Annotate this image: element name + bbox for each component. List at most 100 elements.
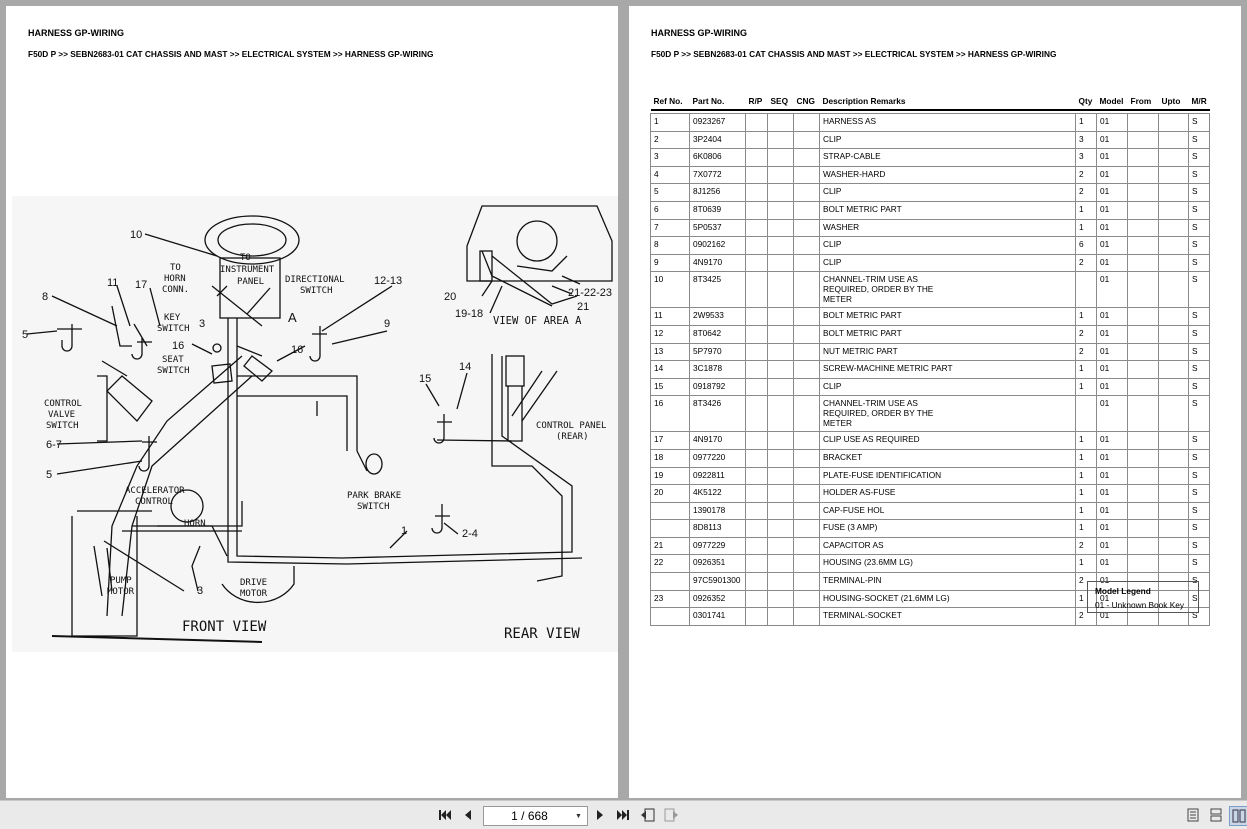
two-page-view-icon[interactable] xyxy=(1229,806,1247,826)
cell-model: 01 xyxy=(1096,342,1128,362)
cell-seq xyxy=(767,607,794,626)
cell-seq xyxy=(767,589,794,609)
cell-rp xyxy=(745,271,768,309)
cell-mr: S xyxy=(1187,218,1211,238)
callout-8: 8 xyxy=(42,291,48,303)
cell-model: 01 xyxy=(1096,130,1128,150)
cell-model: 01 xyxy=(1096,501,1128,521)
cell-seq xyxy=(767,165,794,185)
last-page-icon[interactable] xyxy=(614,806,632,824)
cell-rp xyxy=(745,377,768,397)
cell-model: 01 xyxy=(1096,360,1128,379)
cell-description: HOUSING-SOCKET (21.6MM LG) xyxy=(819,589,1076,609)
cell-cng xyxy=(793,183,820,202)
label-conn: CONN. xyxy=(162,285,189,295)
cell-mr: S xyxy=(1187,253,1211,273)
cell-description: CLIP xyxy=(819,377,1076,397)
cell-rp xyxy=(745,148,768,167)
cell-upto xyxy=(1158,271,1189,309)
cell-cng xyxy=(793,484,820,503)
steering-wheel-shape xyxy=(204,215,300,265)
cell-mr: S xyxy=(1187,113,1211,132)
cell-rp xyxy=(745,130,768,150)
cell-model: 01 xyxy=(1096,236,1128,255)
continuous-view-icon[interactable] xyxy=(1207,806,1225,824)
next-page-icon[interactable] xyxy=(591,806,609,824)
page-title-right: HARNESS GP-WIRING xyxy=(651,28,748,38)
cell-mr: S xyxy=(1187,466,1211,486)
col-part-no: Part No. xyxy=(689,93,746,111)
cell-description: BRACKET xyxy=(819,448,1076,468)
page-number-select[interactable]: 1 / 668 ▼ xyxy=(483,806,588,826)
cell-seq xyxy=(767,253,794,273)
cell-from xyxy=(1127,377,1159,397)
cell-qty: 1 xyxy=(1075,113,1097,132)
cell-ref-no xyxy=(650,501,690,521)
cell-description: BOLT METRIC PART xyxy=(819,307,1076,326)
cell-ref-no: 9 xyxy=(650,253,690,273)
cell-qty xyxy=(1075,271,1097,309)
cell-cng xyxy=(793,130,820,150)
cell-model: 01 xyxy=(1096,466,1128,486)
label-area-a: A xyxy=(288,310,297,325)
cell-description: BOLT METRIC PART xyxy=(819,324,1076,344)
label-key: KEY xyxy=(164,313,181,323)
cell-ref-no: 6 xyxy=(650,200,690,220)
table-header-row: Ref No. Part No. R/P SEQ CNG Description… xyxy=(650,93,1210,111)
go-forward-icon[interactable] xyxy=(662,806,680,824)
go-back-icon[interactable] xyxy=(639,806,657,824)
cell-upto xyxy=(1158,165,1189,185)
cell-upto xyxy=(1158,253,1189,273)
cell-from xyxy=(1127,200,1159,220)
cell-part-no: 0977220 xyxy=(689,448,746,468)
cell-mr: S xyxy=(1187,165,1211,185)
cell-part-no: 3P2404 xyxy=(689,130,746,150)
label-to: TO xyxy=(240,253,251,263)
cell-seq xyxy=(767,236,794,255)
cell-ref-no: 11 xyxy=(650,307,690,326)
cell-mr: S xyxy=(1187,431,1211,450)
cell-part-no: 8T3425 xyxy=(689,271,746,309)
cell-upto xyxy=(1158,113,1189,132)
single-page-view-icon[interactable] xyxy=(1184,806,1202,824)
cell-mr: S xyxy=(1187,607,1211,626)
first-page-icon[interactable] xyxy=(436,806,454,824)
callout-12-13: 12-13 xyxy=(374,275,402,287)
cell-ref-no xyxy=(650,519,690,538)
cell-mr: S xyxy=(1187,484,1211,503)
cell-cng xyxy=(793,165,820,185)
cell-seq xyxy=(767,218,794,238)
cell-rp xyxy=(745,324,768,344)
callout-21-22-23: 21-22-23 xyxy=(568,287,612,299)
label-instrument: INSTRUMENT xyxy=(220,265,275,275)
cell-part-no: 2W9533 xyxy=(689,307,746,326)
label-accelerator: ACCELERATOR xyxy=(125,486,185,496)
cell-upto xyxy=(1158,377,1189,397)
label-park-brake: PARK BRAKE xyxy=(347,491,401,501)
cell-rp xyxy=(745,307,768,326)
cell-seq xyxy=(767,554,794,574)
label-to-horn: TO xyxy=(170,263,181,273)
col-ref-no: Ref No. xyxy=(650,93,690,111)
label-rear-view: REAR VIEW xyxy=(504,626,580,642)
cell-ref-no: 7 xyxy=(650,218,690,238)
cell-upto xyxy=(1158,484,1189,503)
cell-from xyxy=(1127,236,1159,255)
prev-page-icon[interactable] xyxy=(459,806,477,824)
right-page: HARNESS GP-WIRING F50D P >> SEBN2683-01 … xyxy=(629,6,1241,798)
cell-qty: 2 xyxy=(1075,253,1097,273)
cell-qty: 2 xyxy=(1075,536,1097,556)
cell-part-no: 1390178 xyxy=(689,501,746,521)
callout-6-7: 6-7 xyxy=(46,439,62,451)
label-drive: DRIVE xyxy=(240,578,267,588)
cell-ref-no: 15 xyxy=(650,377,690,397)
cell-model: 01 xyxy=(1096,554,1128,574)
cell-mr: S xyxy=(1187,377,1211,397)
